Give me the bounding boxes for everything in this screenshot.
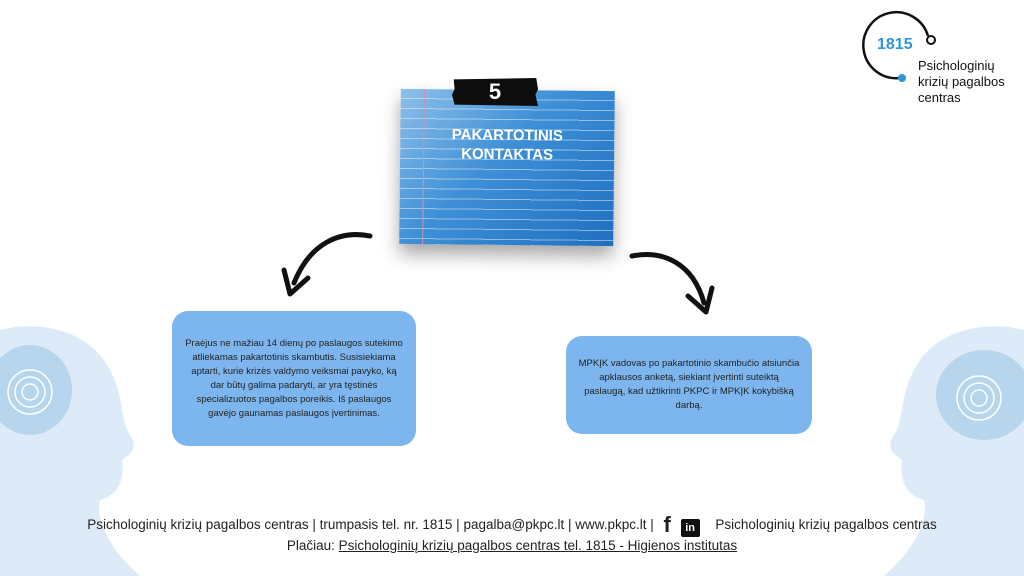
logo-number: 1815 — [877, 36, 913, 53]
right-info-text: MPKĮK vadovas po pakartotinio skambučio … — [578, 358, 800, 411]
step-note-card: PAKARTOTINIS KONTAKTAS — [399, 88, 615, 247]
arrow-right-icon — [629, 252, 715, 315]
step-title-line: KONTAKTAS — [461, 145, 554, 164]
footer-contacts: Psichologinių krizių pagalbos centras | … — [0, 512, 1024, 538]
right-head-illustration — [884, 326, 1024, 576]
right-info-box: MPKĮK vadovas po pakartotinio skambučio … — [566, 336, 812, 434]
step-title-line: PAKARTOTINIS — [451, 126, 563, 145]
more-link[interactable]: Psichologinių krizių pagalbos centras te… — [338, 538, 738, 553]
facebook-icon[interactable]: f — [663, 512, 671, 537]
arrow-left-icon — [281, 232, 373, 297]
logo-line: krizių pagalbos — [918, 74, 1005, 89]
note-margin-line — [422, 89, 425, 245]
logo-text: Psichologinių krizių pagalbos centras — [918, 58, 1005, 106]
logo-line: Psichologinių — [918, 58, 995, 73]
footer-more: Plačiau: Psichologinių krizių pagalbos c… — [0, 538, 1024, 553]
left-info-box: Praėjus ne mažiau 14 dienų po paslaugos … — [172, 311, 416, 446]
step-number-tape: 5 — [452, 78, 538, 106]
logo-line: centras — [918, 90, 961, 105]
linkedin-icon[interactable]: in — [680, 519, 700, 537]
left-info-text: Praėjus ne mažiau 14 dienų po paslaugos … — [185, 337, 403, 419]
logo-ring-icon — [862, 10, 936, 82]
social-name[interactable]: Psichologinių krizių pagalbos centras — [715, 517, 937, 532]
left-head-illustration — [0, 326, 140, 576]
contacts-text: Psichologinių krizių pagalbos centras | … — [87, 517, 654, 532]
more-label: Plačiau: — [286, 538, 335, 553]
step-title: PAKARTOTINIS KONTAKTAS — [400, 125, 614, 165]
